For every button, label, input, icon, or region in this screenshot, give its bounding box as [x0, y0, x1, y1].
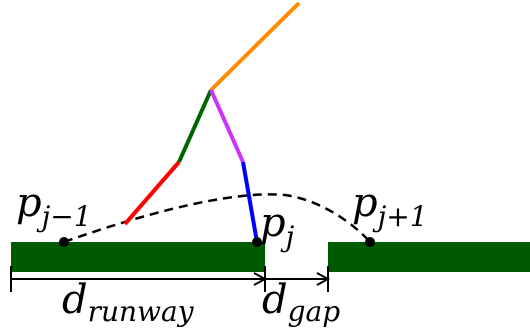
- leg-segment-blue: [241, 161, 259, 243]
- point-p-j: [252, 237, 262, 247]
- label-d-gap: dgap: [262, 277, 340, 328]
- leg-segment-red: [123, 160, 181, 226]
- label-p-j-minus-1: pj−1: [16, 180, 92, 233]
- point-p-j-plus-1: [365, 237, 375, 247]
- point-p-j-minus-1: [59, 237, 69, 247]
- dimension-gap: [265, 266, 331, 292]
- label-d-runway: drunway: [62, 277, 195, 328]
- label-p-j: pj: [260, 200, 295, 253]
- runway-right: [328, 242, 530, 272]
- trajectory-dashed: [63, 193, 371, 244]
- label-p-j-plus-1: pj+1: [352, 180, 428, 233]
- leg-segment-green: [177, 89, 213, 163]
- runway-left: [11, 242, 265, 272]
- leg-segment-orange: [209, 1, 301, 92]
- leg-segment-magenta: [209, 89, 245, 163]
